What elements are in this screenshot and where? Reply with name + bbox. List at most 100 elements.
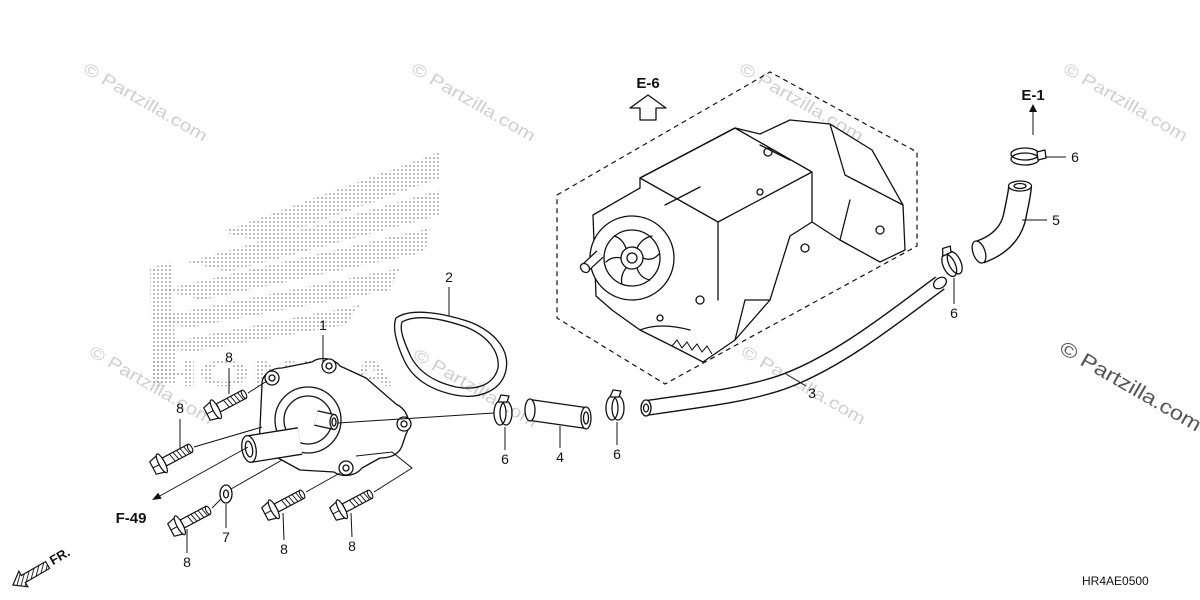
f49-arrowhead <box>152 492 162 500</box>
bolt-8c <box>165 499 216 540</box>
pump-cavity <box>603 229 661 287</box>
ref-f49-label: F-49 <box>116 510 147 527</box>
bent-hose-end <box>971 240 987 264</box>
hose-clamp-middle <box>605 389 625 421</box>
clamp-tab <box>609 389 622 398</box>
pump-outlet-end <box>329 413 339 431</box>
ref-e6-arrow-icon <box>629 94 667 121</box>
bent-hose-body-fill <box>976 185 1031 263</box>
washer <box>219 484 233 504</box>
washer-hole <box>222 489 230 499</box>
pump-mount-boss <box>264 370 280 386</box>
short-hose-end <box>524 398 536 422</box>
case-nipple-end <box>579 262 591 274</box>
hose-clamp-top <box>1010 147 1047 166</box>
callout-8a: 8 <box>225 349 233 365</box>
bent-hose <box>971 180 1033 264</box>
callouts: 1 2 3 4 5 6 6 6 6 7 8 8 8 8 8 <box>176 149 1079 570</box>
o-ring-inner <box>400 317 499 389</box>
pump-mount-boss <box>338 460 354 476</box>
callout-6-middle: 6 <box>613 446 621 462</box>
pump-mount-boss <box>396 416 412 432</box>
bolt-8d <box>259 483 310 524</box>
assembly-line <box>247 380 268 394</box>
callout-8b: 8 <box>176 400 184 416</box>
brand-wing-logo: HONDA <box>150 152 440 394</box>
case-bolt-hole <box>875 225 885 235</box>
reference-e1: E-1 <box>1021 87 1045 135</box>
wing-feather <box>152 268 400 328</box>
water-pump <box>241 357 412 477</box>
reference-e6: E-6 <box>629 75 667 121</box>
clamp-band <box>1010 152 1040 166</box>
callout-leader <box>350 512 353 538</box>
pump-inlet-pipe-fill <box>247 428 303 462</box>
case-bolt-hole <box>800 243 810 253</box>
callout-6-left: 6 <box>501 451 509 467</box>
reference-f49: F-49 <box>116 510 147 527</box>
water-pipe-body-fill <box>645 277 944 415</box>
engine-case-edges <box>639 123 904 341</box>
impeller-hub <box>620 246 644 270</box>
callout-leader <box>282 512 285 541</box>
clamp-tab <box>497 394 510 403</box>
callout-8e: 8 <box>348 538 356 554</box>
assembly-lines <box>152 380 495 509</box>
assembly-line <box>230 459 283 490</box>
water-pipe-end <box>932 276 948 290</box>
bent-hose-end <box>1007 180 1033 192</box>
callout-6-right: 6 <box>950 305 958 321</box>
pump-mount-hole <box>325 362 333 370</box>
case-bolt-hole <box>763 147 773 157</box>
pump-inlet-bore <box>244 440 254 458</box>
callout-4: 4 <box>556 449 564 465</box>
assembly-line <box>193 426 263 448</box>
callout-leader <box>785 373 807 387</box>
assembly-line <box>355 451 413 493</box>
wing-feather <box>188 190 440 272</box>
washer-outer <box>219 484 233 504</box>
engine-case <box>556 71 918 385</box>
pump-outlet-bore <box>331 417 337 427</box>
callout-8d: 8 <box>280 541 288 557</box>
short-hose <box>524 398 592 430</box>
watermark-text: © Partzilla.com <box>410 345 541 431</box>
short-hose-bore <box>582 411 590 425</box>
hose-clamp-left <box>493 394 513 426</box>
pump-mount-hole <box>400 420 408 428</box>
pump-mount-boss <box>321 358 337 374</box>
front-direction-marker: FR. <box>12 544 73 588</box>
case-bolt-hole <box>695 295 705 305</box>
clamp-tab <box>941 245 952 257</box>
bolt-8b <box>147 437 198 478</box>
ref-e1-label: E-1 <box>1021 87 1044 104</box>
front-arrow-icon <box>12 560 51 588</box>
engine-case-gear-teeth <box>671 339 713 355</box>
assembly-line <box>211 498 222 509</box>
watermark-text: © Partzilla.com <box>1060 59 1191 145</box>
bolt-8e <box>327 483 378 524</box>
pump-mount-hole <box>268 374 276 382</box>
callout-3: 3 <box>808 385 816 401</box>
watermark-text: © Partzilla.com <box>80 59 211 145</box>
case-bolt-hole <box>656 314 664 322</box>
ref-e1-arrowhead-icon <box>1029 104 1037 112</box>
wing-feather <box>155 305 360 352</box>
bent-hose-bore <box>1013 182 1027 190</box>
wing-feather <box>162 228 430 300</box>
callout-1: 1 <box>319 317 327 333</box>
assembly-line <box>305 472 341 493</box>
callout-5: 5 <box>1052 212 1060 228</box>
front-label: FR. <box>47 544 73 567</box>
assembly-line <box>337 412 495 424</box>
o-ring <box>393 311 508 397</box>
front-arrow-shape <box>12 560 51 588</box>
water-pipe-bore <box>642 403 650 413</box>
pump-mount-hole <box>342 464 350 472</box>
callout-2: 2 <box>445 269 453 285</box>
callout-7: 7 <box>222 529 230 545</box>
hose-clamp-right <box>941 245 963 278</box>
watermark-text-large: © Partzilla.com <box>1056 337 1200 436</box>
watermark-text: © Partzilla.com <box>408 59 539 145</box>
